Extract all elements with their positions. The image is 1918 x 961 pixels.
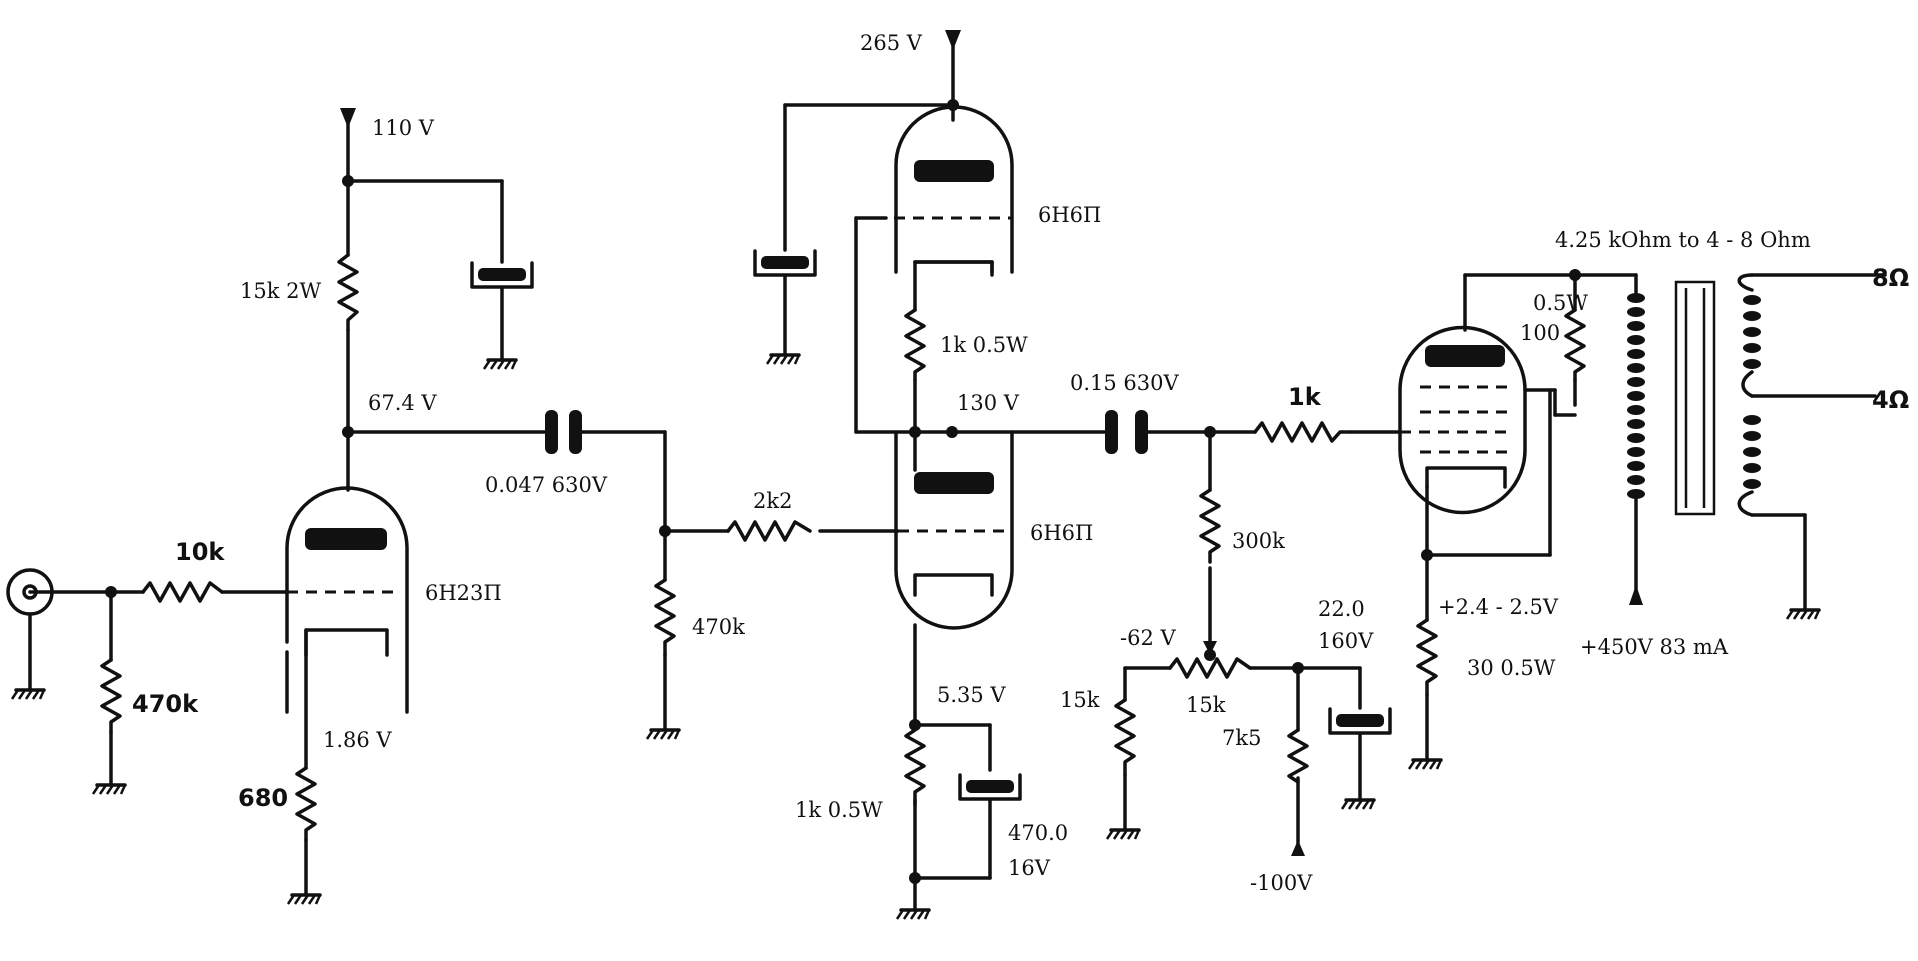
resistor-30 (1416, 618, 1438, 697)
label-1k-top: 1k 0.5W (940, 333, 1028, 357)
resistor-15k-2w (337, 253, 359, 332)
label-4-ohm: 4Ω (1872, 386, 1909, 414)
label-0047-cap: 0.047 630V (485, 473, 608, 497)
transformer-core (1674, 280, 1716, 516)
output-transformer (1627, 273, 1761, 517)
tube-6h6p-top (856, 105, 1014, 277)
label-300k: 300k (1232, 529, 1285, 553)
resistor-10k (141, 581, 224, 603)
resistor-470k-input (100, 658, 122, 734)
coupling-capacitors (545, 410, 1148, 454)
resistor-680 (295, 766, 317, 842)
capacitor-265v-bypass (753, 249, 817, 277)
label-110v: 110 V (372, 116, 435, 140)
resistor-100 (1564, 308, 1586, 382)
label-67v: 67.4 V (368, 391, 437, 415)
label-30-ohm: 30 0.5W (1467, 656, 1556, 680)
label-minus-62v: -62 V (1120, 626, 1176, 650)
resistor-470k-grid (654, 578, 676, 657)
pot-wiper-arrow (1203, 641, 1217, 655)
resistors (100, 253, 1586, 842)
supply-arrows (340, 30, 1643, 856)
resistor-1k-top (904, 308, 926, 382)
capacitor-22uf (1328, 707, 1392, 735)
label-470-cap-voltage: 16V (1008, 856, 1051, 880)
label-450v: +450V 83 mA (1580, 635, 1729, 659)
label-680: 680 (238, 784, 288, 812)
resistor-15k (1114, 698, 1136, 777)
capacitor-470uf (958, 773, 1022, 801)
label-15k-2w: 15k 2W (240, 279, 321, 303)
label-1k: 1k (1288, 383, 1322, 411)
label-1k-bottom: 1k 0.5W (795, 798, 883, 822)
capacitor-0047 (545, 410, 582, 454)
resistor-2k2 (726, 520, 812, 542)
electrolytic-capacitors (470, 249, 1392, 801)
label-6h6p-top: 6H6П (1038, 203, 1101, 227)
label-470k-grid: 470k (692, 615, 745, 639)
input-jack-icon (6, 568, 54, 701)
label-transformer: 4.25 kOhm to 4 - 8 Ohm (1555, 228, 1811, 252)
label-5-35v: 5.35 V (937, 683, 1006, 707)
label-100: 100 (1520, 321, 1560, 345)
label-2k2: 2k2 (753, 489, 792, 513)
label-470-cap-value: 470.0 (1008, 821, 1068, 845)
capacitor-110v-bypass (470, 261, 534, 289)
label-130v: 130 V (957, 391, 1020, 415)
label-22-cap-voltage: 160V (1318, 629, 1374, 653)
label-6h6p-bottom: 6H6П (1030, 521, 1093, 545)
potentiometer-15k (1168, 657, 1252, 679)
label-10k: 10k (175, 538, 225, 566)
label-8-ohm: 8Ω (1872, 264, 1909, 292)
label-6h23p: 6H23П (425, 581, 502, 605)
label-265v: 265 V (860, 31, 923, 55)
label-0-5w: 0.5W (1533, 291, 1588, 315)
tube-6h23p (285, 486, 409, 714)
tube-6h6p-bottom (894, 430, 1014, 630)
tube-output-pentode (1398, 325, 1527, 515)
component-labels: 110 V 265 V 15k 2W 67.4 V 0.047 630V 10k… (132, 31, 1909, 895)
junction-dots (105, 99, 1581, 884)
primary-winding (1627, 293, 1645, 499)
capacitor-015 (1105, 410, 1148, 454)
label-cathode-voltage: +2.4 - 2.5V (1438, 595, 1559, 619)
label-15k-pot: 15k (1186, 693, 1226, 717)
label-15k-left: 15k (1060, 688, 1100, 712)
secondary-winding (1737, 273, 1761, 517)
resistor-1k (1253, 421, 1352, 443)
ground-symbols (91, 353, 1821, 921)
resistor-7k5 (1287, 728, 1309, 784)
resistor-1k-bottom (904, 723, 926, 807)
label-7k5: 7k5 (1222, 726, 1261, 750)
label-1-86v: 1.86 V (323, 728, 392, 752)
label-470k-input: 470k (132, 690, 199, 718)
resistor-300k (1199, 488, 1221, 564)
label-22-cap-value: 22.0 (1318, 597, 1365, 621)
label-015-cap: 0.15 630V (1070, 371, 1180, 395)
label-minus-100v: -100V (1250, 871, 1313, 895)
